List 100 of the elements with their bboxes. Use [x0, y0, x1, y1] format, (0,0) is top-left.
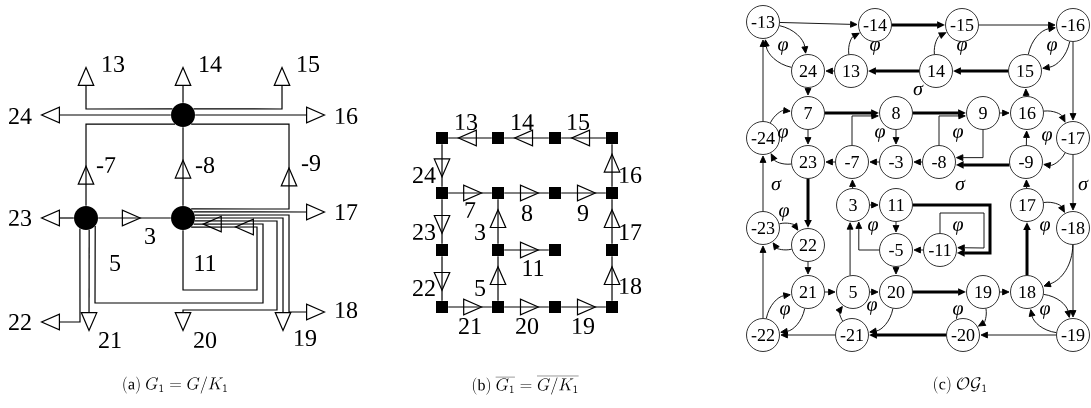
symbol-label: φ	[875, 128, 885, 142]
edge-label: 3	[475, 223, 486, 241]
arrow	[560, 184, 607, 202]
arrow	[770, 153, 792, 165]
arrow	[849, 179, 856, 189]
arrow	[1043, 201, 1065, 213]
edge-label: 15	[568, 113, 590, 131]
arrow	[779, 21, 858, 28]
edge-label: 13	[103, 55, 125, 73]
edge-label: 18	[620, 277, 642, 295]
arrow	[912, 203, 992, 257]
arrow	[77, 66, 174, 110]
arrow	[804, 129, 812, 145]
arrow	[892, 221, 900, 233]
symbol-label: σ	[1078, 179, 1089, 191]
arrow	[603, 255, 621, 302]
arrow	[835, 306, 844, 322]
arrow	[913, 158, 923, 166]
symbol-label: φ	[778, 41, 788, 55]
arrow	[869, 288, 879, 296]
arrow	[447, 184, 493, 202]
edge-label: 20	[516, 317, 539, 335]
arrow	[503, 241, 550, 259]
arrow	[869, 308, 894, 335]
symbol-label: σ	[771, 179, 782, 191]
caption: $\mathrm{(a)}\ G_1 = G/K_1$	[123, 376, 227, 394]
arrow	[804, 261, 812, 275]
edge-label: 5	[110, 255, 121, 271]
symbol-label: φ	[778, 128, 788, 142]
arrow	[1069, 154, 1077, 211]
vertex-square	[549, 301, 561, 313]
arrow	[980, 331, 1057, 339]
arrow	[503, 298, 550, 316]
arrow	[503, 184, 550, 202]
arrow	[174, 220, 278, 332]
vertex-square	[436, 301, 448, 313]
arrow	[779, 25, 809, 54]
arrow	[80, 229, 98, 332]
arrow	[913, 246, 924, 254]
arrow	[447, 129, 493, 147]
symbol-label: φ	[1047, 41, 1057, 55]
edge-label: 11	[523, 260, 544, 276]
edge-label: -9	[301, 154, 320, 172]
arrow	[1023, 130, 1030, 146]
arrow	[848, 32, 860, 55]
arrow	[1069, 244, 1077, 318]
edge-label: -7	[96, 157, 116, 173]
edge-label: 8	[521, 204, 533, 222]
edge-label: 21	[459, 318, 481, 334]
arrow	[433, 255, 451, 302]
vertex-square	[436, 244, 448, 256]
symbol-label: φ	[779, 207, 789, 221]
vertex-square	[606, 244, 618, 256]
edge-label: 14	[512, 114, 534, 130]
arrow	[765, 292, 791, 319]
arrow	[759, 155, 767, 212]
arrow	[762, 39, 792, 68]
arrow	[560, 129, 607, 147]
vertex-square	[492, 132, 504, 144]
arrow	[182, 218, 258, 291]
symbol-label: φ	[953, 305, 963, 319]
symbol-label: φ	[957, 41, 967, 55]
edge-label: 7	[465, 202, 476, 218]
arrow	[1022, 88, 1030, 97]
vertex-square	[606, 187, 618, 199]
arrow	[194, 217, 292, 332]
edge-label: 16	[336, 107, 358, 125]
junction-dot	[171, 206, 195, 230]
arrow	[433, 198, 451, 245]
vertex-square	[549, 187, 561, 199]
arrow	[97, 209, 172, 227]
vertex-square	[549, 132, 561, 144]
edge-label: 14	[200, 56, 222, 72]
arrow	[174, 66, 192, 104]
symbol-label: φ	[867, 301, 877, 315]
arrow	[769, 107, 791, 124]
arrow	[851, 112, 879, 146]
arrow	[825, 158, 836, 166]
arrow	[778, 222, 799, 231]
arrow	[40, 227, 81, 331]
symbol-label: φ	[1042, 131, 1052, 145]
arrow	[846, 222, 854, 276]
symbol-label: φ	[953, 221, 963, 235]
edge-label: 3	[145, 227, 156, 245]
symbol-label: φ	[1040, 221, 1050, 235]
vertex-square	[436, 132, 448, 144]
arrow	[869, 201, 879, 209]
edge-label: 9	[577, 204, 588, 222]
arrow	[956, 129, 984, 161]
arrow	[978, 21, 1056, 29]
arrow	[892, 266, 900, 275]
arrow	[447, 298, 493, 316]
arrow	[503, 129, 550, 147]
vertex-square	[606, 301, 618, 313]
edge-label: 17	[336, 204, 358, 220]
arrow	[1027, 25, 1056, 55]
arrow	[772, 242, 793, 251]
arrow	[433, 143, 451, 188]
arrow	[1069, 41, 1077, 121]
arrow	[192, 203, 326, 221]
